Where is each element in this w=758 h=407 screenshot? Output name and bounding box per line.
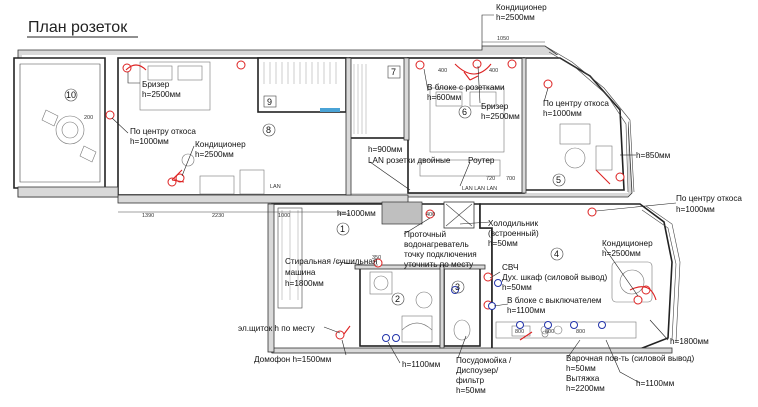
ann-router: Роутер: [468, 156, 495, 165]
ann-h1000-4: h=1000мм: [676, 205, 715, 214]
ann-lan-strip: LAN LAN LAN: [462, 186, 497, 192]
dimensions: 1050 400 400 1390 2230 1000 400 720 700 …: [84, 36, 585, 335]
dim-400-a: 400: [438, 68, 447, 74]
ann-h2500-top: h=2500мм: [496, 13, 535, 22]
ann-heater-3: точку подключения: [404, 250, 477, 259]
ann-center-otkos-5: По центру откоса: [543, 99, 609, 108]
room-badge-4: [550, 247, 564, 261]
ann-brizer-left: Бризер: [142, 80, 170, 89]
room-badge-7: [387, 65, 401, 79]
ann-h50-dish: h=50мм: [456, 386, 486, 395]
ann-block-rozetki: В блоке с розетками: [427, 83, 505, 92]
ann-h600: h=600мм: [427, 93, 462, 102]
dim-400-c: 400: [426, 212, 435, 218]
ann-h1000-8: h=1000мм: [130, 137, 169, 146]
annotations: Кондиционер h=2500мм Бризер h=2500мм В б…: [130, 3, 742, 395]
ann-h1100-right: h=1100мм: [636, 379, 675, 388]
dim-1000: 1000: [278, 213, 290, 219]
ann-hood: Вытяжка: [566, 374, 600, 383]
dim-350: 350: [372, 255, 381, 261]
room-numbers: 10 9 8 7 6 5 1 2 3 4: [64, 65, 566, 306]
ann-brizer-right: Бризер: [481, 102, 509, 111]
ann-h2500-8: h=2500мм: [195, 150, 234, 159]
ann-konditsioner-4: Кондиционер: [602, 239, 653, 248]
room-badge-1: [336, 222, 350, 236]
ann-h1000-5: h=1000мм: [543, 109, 582, 118]
dim-400-b: 400: [489, 68, 498, 74]
ann-h50-fridge: h=50мм: [488, 239, 518, 248]
room-3: 3: [455, 282, 460, 292]
dim-200: 200: [84, 115, 93, 121]
ann-fridge-2: (встроенный): [488, 229, 539, 238]
ann-heater-2: водонагреватель: [404, 240, 469, 249]
ann-washer-2: машина: [285, 268, 316, 277]
ann-h1800-washer: h=1800мм: [285, 279, 324, 288]
ann-lan-8: LAN: [270, 184, 281, 190]
ann-h850: h=850мм: [636, 151, 671, 160]
ann-washer-1: Стиральная /сушильная: [285, 257, 377, 266]
room-badge-2: [391, 292, 405, 306]
room-4: 4: [554, 249, 559, 259]
dim-800-c: 800: [576, 329, 585, 335]
ann-h1100-switch: h=1100мм: [507, 306, 546, 315]
furniture: [41, 61, 653, 343]
room-badge-8: [262, 123, 276, 137]
ann-h2200: h=2200мм: [566, 384, 605, 393]
room-9: 9: [267, 97, 272, 107]
ann-h1100-bottom: h=1100мм: [402, 360, 441, 369]
ann-fridge-1: Холодильник: [488, 219, 538, 228]
room-badge-5: [552, 173, 566, 187]
ann-dishwasher-3: фильтр: [456, 376, 484, 385]
dim-700: 700: [506, 176, 515, 182]
ann-h900: h=900мм: [368, 145, 403, 154]
ann-svch: СВЧ: [502, 263, 518, 272]
ann-intercom: Домофон h=1500мм: [254, 355, 332, 364]
room-7: 7: [391, 67, 396, 77]
ann-oven: Дух. шкаф (силовой вывод): [502, 273, 607, 282]
walls: [13, 45, 681, 354]
room-1: 1: [340, 224, 345, 234]
room-5: 5: [556, 175, 561, 185]
ann-h1000-hall: h=1000мм: [337, 209, 376, 218]
sockets: [105, 59, 657, 342]
ann-konditsioner-top: Кондиционер: [496, 3, 547, 12]
ann-h1800-right: h=1800мм: [670, 337, 709, 346]
ann-heater-1: Проточный: [404, 230, 446, 239]
dim-1050: 1050: [497, 36, 509, 42]
room-badge-6: [458, 105, 472, 119]
ann-dishwasher-2: Диспоузер/: [456, 366, 499, 375]
ann-heater-4: уточнить по месту: [404, 260, 474, 269]
dim-800-a: 800: [515, 329, 524, 335]
room-badge-9: [263, 95, 277, 108]
dim-720: 720: [486, 176, 495, 182]
dim-2230: 2230: [212, 213, 224, 219]
ann-dishwasher-1: Посудомойка /: [456, 356, 512, 365]
ann-hob: Варочная пов-ть (силовой вывод): [566, 354, 694, 363]
room-10: 10: [66, 90, 76, 100]
room-6: 6: [462, 107, 467, 117]
room-8: 8: [266, 125, 271, 135]
ann-h50-oven: h=50мм: [502, 283, 532, 292]
room-badge-10: [64, 88, 78, 102]
ann-block-switch: В блоке с выключателем: [507, 296, 602, 305]
dim-1390: 1390: [142, 213, 154, 219]
ann-lan-double: LAN розетки двойные: [368, 156, 451, 165]
ann-konditsioner-8: Кондиционер: [195, 140, 246, 149]
room-badge-3: [451, 280, 465, 294]
ann-center-otkos-4: По центру откоса: [676, 194, 742, 203]
ann-h2500-brizer-right: h=2500мм: [481, 112, 520, 121]
ann-h50-hob: h=50мм: [566, 364, 596, 373]
ann-h2500-brizer-left: h=2500мм: [142, 90, 181, 99]
page-title: План розеток: [28, 19, 128, 36]
leader-lines: [111, 14, 677, 384]
ann-panel: эл.щиток h по месту: [238, 324, 316, 333]
ann-center-otkos-8: По центру откоса: [130, 127, 196, 136]
ann-h2500-4: h=2500мм: [602, 249, 641, 258]
room-2: 2: [395, 294, 400, 304]
dim-800-b: 800: [545, 329, 554, 335]
